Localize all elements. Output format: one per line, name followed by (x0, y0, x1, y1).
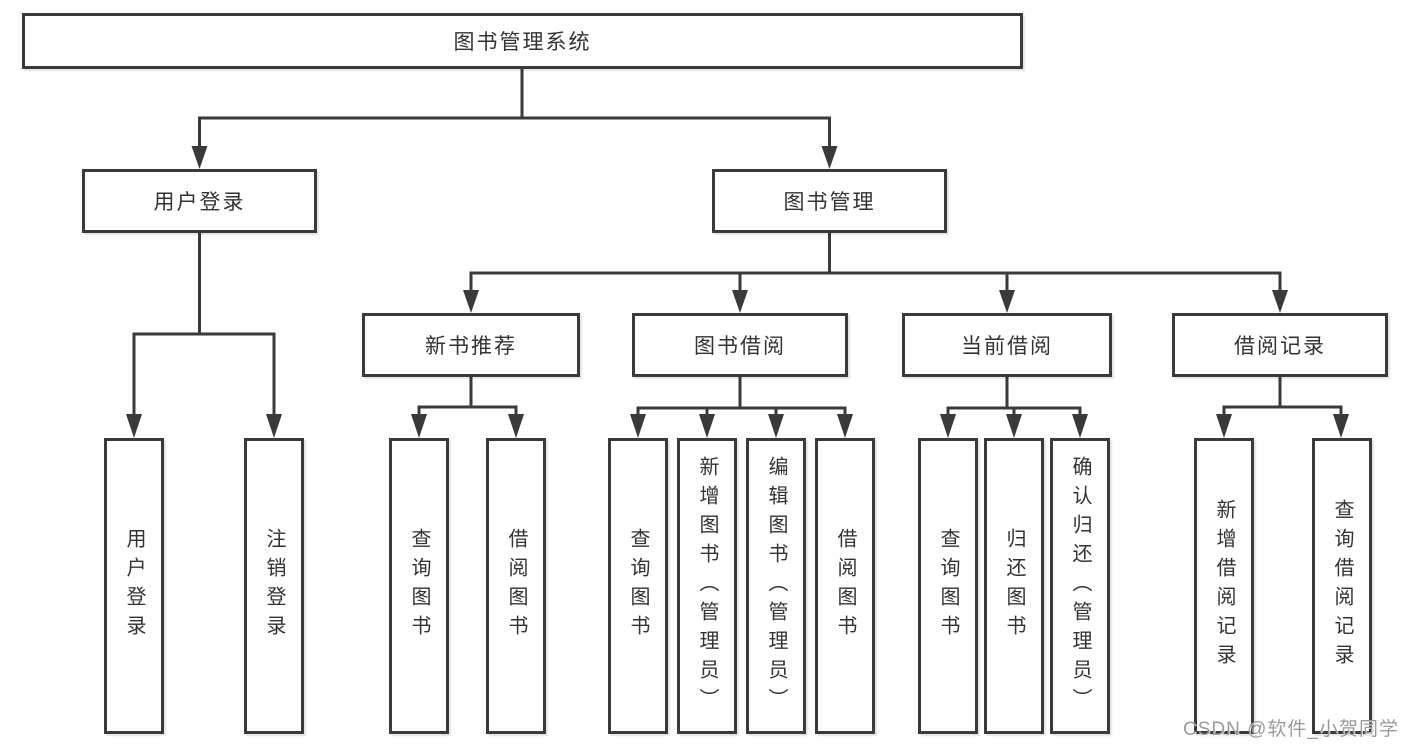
arrow-icon (463, 290, 479, 313)
node-user-login: 用户登录 (82, 169, 317, 233)
csdn-watermark: CSDN @软件_小贺同学 (1183, 719, 1399, 740)
leaf-query-book-recommend: 查询图书 (389, 438, 449, 734)
leaf-logout: 注销登录 (244, 438, 304, 734)
leaf-user-login: 用户登录 (104, 438, 164, 734)
arrow-icon (1333, 414, 1349, 438)
arrow-icon (191, 146, 208, 169)
arrow-icon (1216, 414, 1232, 438)
arrow-icon (821, 146, 838, 169)
connector-borrow-record (1222, 375, 1343, 418)
node-new-book-recommend: 新书推荐 (362, 313, 580, 377)
arrow-icon (508, 414, 524, 438)
node-borrow-record: 借阅记录 (1172, 313, 1388, 377)
arrow-icon (768, 414, 784, 438)
arrow-icon (630, 414, 646, 438)
connector-new-book-recommend (417, 375, 518, 418)
leaf-return-book: 归还图书 (984, 438, 1044, 734)
leaf-borrow-book: 借阅图书 (815, 438, 875, 734)
leaf-query-book-current: 查询图书 (918, 438, 978, 734)
arrow-icon (126, 414, 142, 438)
node-root: 图书管理系统 (22, 13, 1023, 69)
connector-root-to-level2 (198, 67, 831, 149)
node-book-management: 图书管理 (712, 169, 947, 233)
arrowheads (126, 146, 1349, 438)
arrow-icon (266, 414, 282, 438)
arrow-icon (411, 414, 427, 438)
leaf-query-borrow-record: 查询借阅记录 (1312, 438, 1372, 734)
arrow-icon (999, 290, 1015, 313)
leaf-add-book-admin: 新增图书（管理员） (677, 438, 737, 734)
connector-current-borrow (946, 375, 1082, 418)
node-current-borrow: 当前借阅 (902, 313, 1112, 377)
connector-book-borrow (636, 375, 847, 418)
arrow-icon (699, 414, 715, 438)
arrow-icon (1072, 414, 1088, 438)
connector-user-login (132, 231, 276, 418)
leaf-edit-book-admin: 编辑图书（管理员） (746, 438, 806, 734)
arrow-icon (940, 414, 956, 438)
connector-book-management (469, 231, 1282, 293)
leaf-query-book-borrow: 查询图书 (608, 438, 668, 734)
leaf-confirm-return-admin: 确认归还（管理员） (1050, 438, 1110, 734)
leaf-add-borrow-record: 新增借阅记录 (1194, 438, 1254, 734)
leaf-borrow-book-recommend: 借阅图书 (486, 438, 546, 734)
node-book-borrow: 图书借阅 (632, 313, 848, 377)
arrow-icon (732, 290, 748, 313)
arrow-icon (837, 414, 853, 438)
arrow-icon (1272, 290, 1288, 313)
arrow-icon (1006, 414, 1022, 438)
